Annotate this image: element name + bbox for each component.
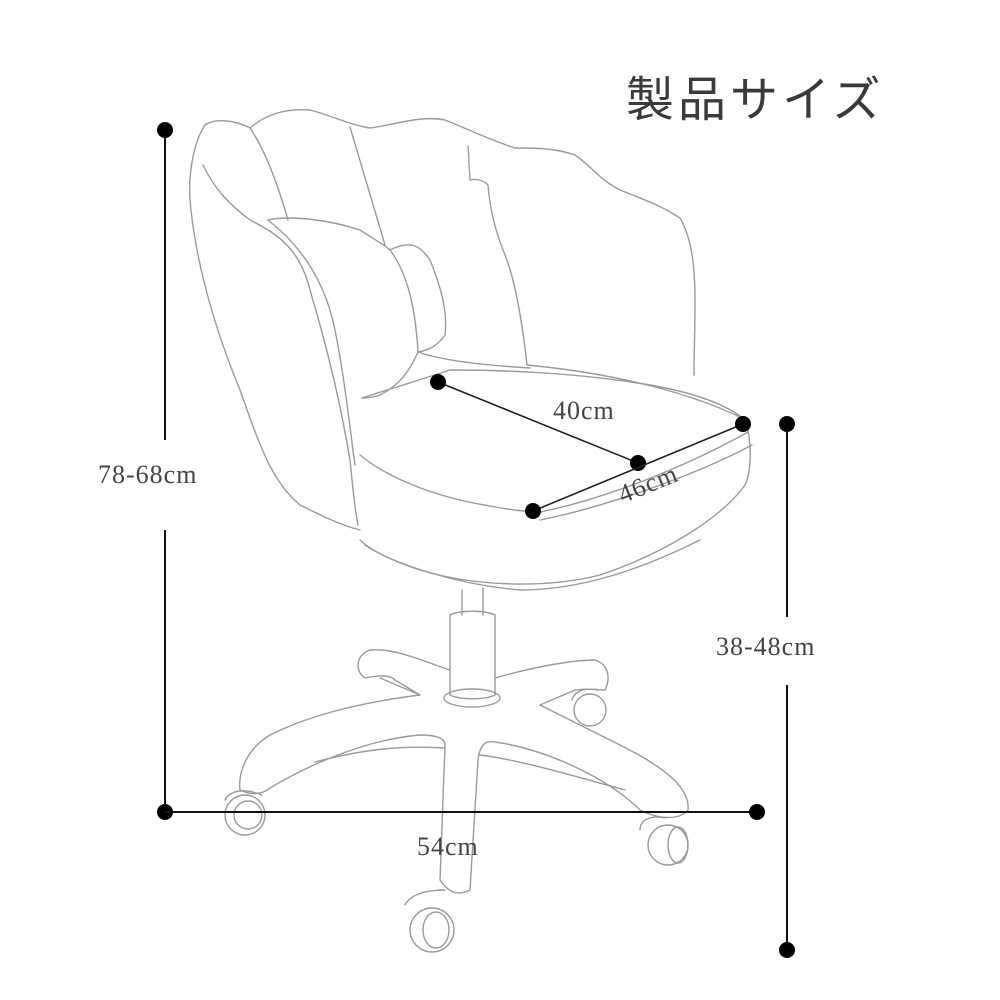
total-height-dimension (157, 122, 173, 820)
dimension-endpoint-dot (630, 455, 646, 471)
dimension-endpoint-dot (525, 503, 541, 519)
dimension-endpoint-dot (749, 804, 765, 820)
seat-depth-dimension (430, 374, 646, 471)
seat-height-dimension (779, 416, 795, 958)
dimension-endpoint-dot (779, 416, 795, 432)
seat-depth-label: 40cm (553, 396, 615, 425)
dimension-endpoint-dot (430, 374, 446, 390)
chair-illustration (188, 108, 753, 953)
base-width-dimension (165, 804, 765, 820)
page-title: 製品サイズ (626, 72, 885, 128)
dimension-endpoint-dot (779, 942, 795, 958)
seat-width-dimension (525, 416, 751, 519)
dimension-endpoint-dot (735, 416, 751, 432)
seat-height-label: 38-48cm (716, 632, 816, 661)
base-width-label: 54cm (417, 832, 479, 861)
total-height-label: 78-68cm (98, 460, 198, 489)
dimension-endpoint-dot (157, 122, 173, 138)
